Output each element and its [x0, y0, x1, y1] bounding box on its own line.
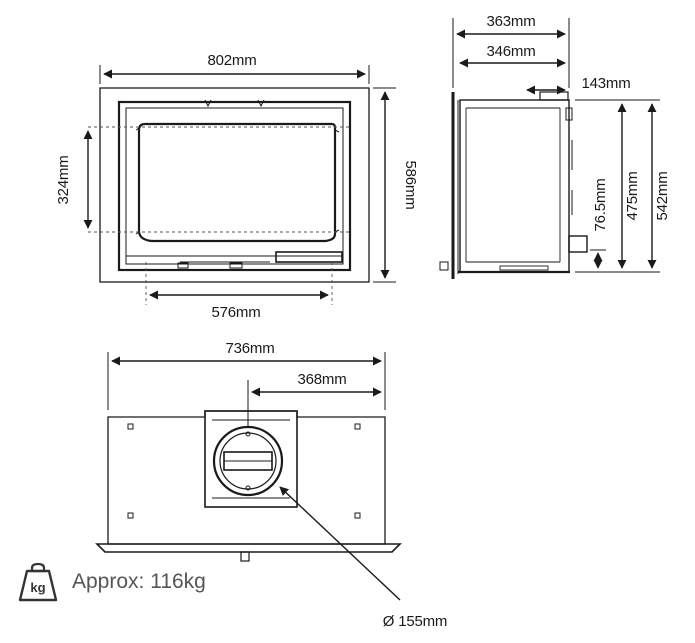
side-height-outer-label: 542mm [654, 171, 671, 220]
weight-icon: kg [18, 562, 58, 602]
front-width-label: 802mm [207, 52, 256, 69]
weight-info: kg Approx: 116kg [18, 562, 206, 602]
outlet-height-label: 76.5mm [592, 179, 609, 232]
top-view [95, 352, 402, 601]
flue-diameter-leader [279, 486, 401, 601]
front-view [83, 65, 396, 305]
side-depth-inner-label: 346mm [486, 43, 535, 60]
glass-height-label: 324mm [55, 155, 72, 204]
weight-icon-label: kg [30, 580, 45, 595]
flue-offset-label: 143mm [581, 75, 630, 92]
top-body [107, 410, 386, 545]
flue-housing [204, 410, 298, 508]
front-inner-frame [117, 100, 352, 272]
side-body [459, 99, 570, 273]
top-front-lip [95, 543, 402, 553]
top-width-label: 736mm [225, 340, 274, 357]
flue-diameter-label: Ø 155mm [383, 613, 447, 630]
side-air-outlet [568, 235, 588, 253]
front-control-slot [275, 251, 343, 263]
side-height-inner-label: 475mm [624, 171, 641, 220]
side-depth-outer-label: 363mm [486, 13, 535, 30]
front-height-label: 586mm [402, 160, 419, 209]
front-glass [137, 122, 337, 243]
side-view [439, 18, 660, 279]
weight-text: Approx: 116kg [72, 570, 206, 593]
front-outer-frame [99, 87, 370, 283]
glass-width-label: 576mm [211, 304, 260, 321]
top-half-width-label: 368mm [297, 371, 346, 388]
